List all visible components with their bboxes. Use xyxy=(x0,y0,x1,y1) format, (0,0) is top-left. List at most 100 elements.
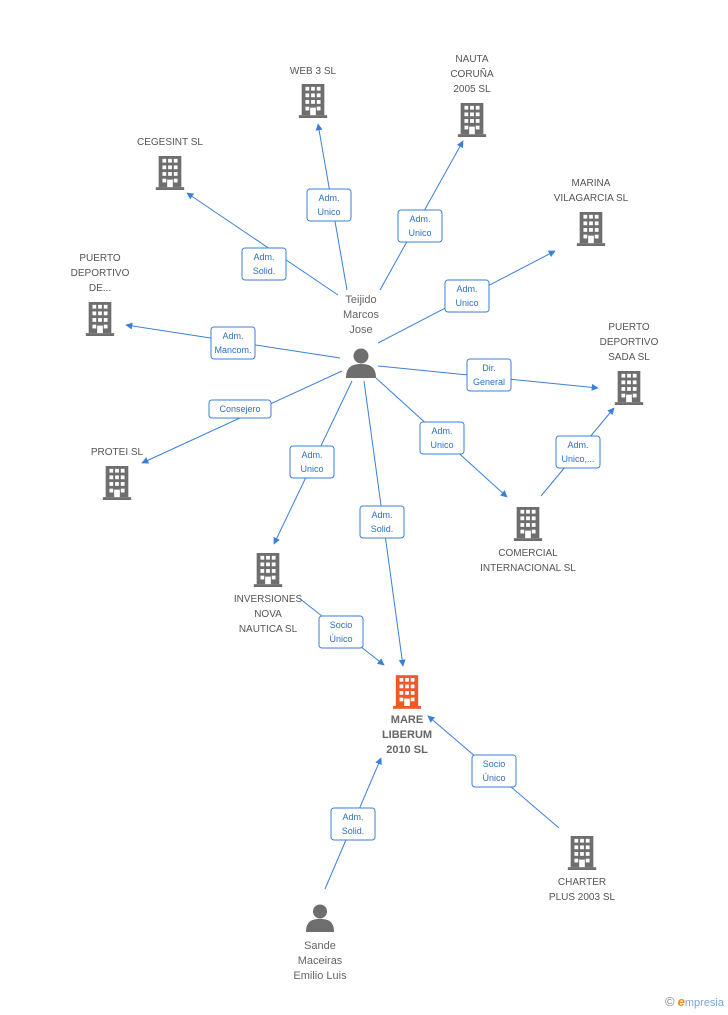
edge-label[interactable]: Adm. Unico xyxy=(444,279,490,313)
node-label-line: VILAGARCIA SL xyxy=(554,193,629,204)
node-label-line: COMERCIAL xyxy=(498,548,558,559)
building-icon[interactable] xyxy=(393,675,421,709)
edge-label-text: Mancom. xyxy=(214,345,251,355)
node-label-line: DEPORTIVO xyxy=(71,268,130,279)
edge-label-box xyxy=(397,209,443,243)
edge-label-box xyxy=(241,247,287,281)
person-icon[interactable] xyxy=(306,904,334,932)
node-label-line: NAUTICA SL xyxy=(239,624,298,635)
node-marina[interactable]: MARINA VILAGARCIA SL xyxy=(554,178,629,246)
edge-label[interactable]: Adm.Unico xyxy=(306,188,352,222)
edge-label[interactable]: Adm. Solid. xyxy=(359,505,405,539)
building-icon[interactable] xyxy=(298,84,328,118)
edge-label-box xyxy=(330,807,376,841)
edge-label-text: Adm. xyxy=(371,510,392,520)
edge-labels-layer: Adm.UnicoAdm.UnicoAdm.Solid.Adm.UnicoAdm… xyxy=(208,188,601,841)
building-icon[interactable] xyxy=(102,466,132,500)
node-label-line: LIBERUM xyxy=(382,729,432,741)
edge-label[interactable]: Adm.Solid. xyxy=(241,247,287,281)
edge-label-box xyxy=(210,326,256,360)
edge-label-text: Solid. xyxy=(371,524,394,534)
edge-label-box xyxy=(444,279,490,313)
node-label-line: 2005 SL xyxy=(453,84,491,95)
edge-label[interactable]: Adm.Unico xyxy=(289,445,335,479)
edge-label[interactable]: Adm. Unico,... xyxy=(555,435,601,469)
node-label-line: Sande xyxy=(304,940,336,952)
edge-label-box xyxy=(318,615,364,649)
node-label-line: PUERTO xyxy=(79,253,121,264)
node-label-line: SADA SL xyxy=(608,352,650,363)
edge-label-box xyxy=(555,435,601,469)
building-icon[interactable] xyxy=(567,836,597,870)
node-nauta[interactable]: NAUTA CORUÑA 2005 SL xyxy=(450,54,494,137)
edge-label-text: Unico xyxy=(408,228,431,238)
building-icon[interactable] xyxy=(155,156,185,190)
building-icon[interactable] xyxy=(85,302,115,336)
building-icon[interactable] xyxy=(457,103,487,137)
edge-label-text: Solid. xyxy=(342,826,365,836)
node-label-line: DEPORTIVO xyxy=(600,337,659,348)
building-icon[interactable] xyxy=(614,371,644,405)
building-icon[interactable] xyxy=(576,212,606,246)
edge-label-text: Unico,... xyxy=(561,454,594,464)
edge-label[interactable]: Dir.General xyxy=(466,358,512,392)
brand-logo-icon: e xyxy=(677,994,685,1009)
node-web3[interactable]: WEB 3 SL xyxy=(290,66,337,118)
edge-label-text: Unico xyxy=(455,298,478,308)
edge-label-text: Adm. xyxy=(342,812,363,822)
edge-label[interactable]: Adm.Unico xyxy=(419,421,465,455)
person-icon[interactable] xyxy=(346,348,376,379)
node-label-line: CHARTER xyxy=(558,877,606,888)
node-label-line: INTERNACIONAL SL xyxy=(480,563,576,574)
node-protei[interactable]: PROTEI SL xyxy=(91,447,144,500)
edge-label-text: Adm. xyxy=(456,284,477,294)
edge-label-text: Adm. xyxy=(431,426,452,436)
edge-label[interactable]: Adm. Mancom. xyxy=(210,326,256,360)
edge-label-text: Socio xyxy=(330,620,353,630)
node-label-line: PUERTO xyxy=(608,322,650,333)
node-label-line: Maceiras xyxy=(298,955,343,967)
node-label-line: Teijido xyxy=(345,294,376,306)
node-label-line: WEB 3 SL xyxy=(290,66,337,77)
edge-label[interactable]: Adm.Unico xyxy=(397,209,443,243)
edge-label-box xyxy=(306,188,352,222)
edge-label[interactable]: Consejero xyxy=(208,399,272,419)
node-label-line: CORUÑA xyxy=(450,67,494,80)
building-icon[interactable] xyxy=(253,553,283,587)
node-puerto_de[interactable]: PUERTO DEPORTIVO DE... xyxy=(71,253,130,336)
brand-name: mpresia xyxy=(684,997,724,1009)
edge-label-text: Adm. xyxy=(222,331,243,341)
edge-label-text: Adm. xyxy=(567,440,588,450)
building-icon[interactable] xyxy=(513,507,543,541)
node-puerto_sada[interactable]: PUERTO DEPORTIVO SADA SL xyxy=(600,322,659,405)
node-label-line: Emilio Luis xyxy=(293,970,347,982)
node-label-line: NAUTA xyxy=(455,54,488,65)
node-cegesint[interactable]: CEGESINT SL xyxy=(137,137,203,190)
node-label-line: DE... xyxy=(89,283,111,294)
node-label-line: NOVA xyxy=(254,609,282,620)
edge-label-text: Unico xyxy=(317,207,340,217)
node-comercial[interactable]: COMERCIAL INTERNACIONAL SL xyxy=(480,507,576,574)
edge-label-text: Único xyxy=(329,634,352,644)
edge-label-text: Consejero xyxy=(219,404,260,414)
edge-teijido-to-cegesint xyxy=(186,192,339,296)
edge-label-box xyxy=(289,445,335,479)
edge-label-box xyxy=(359,505,405,539)
node-label-line: MARINA xyxy=(572,178,611,189)
edge-label-text: General xyxy=(473,377,505,387)
edge-label-text: Socio xyxy=(483,759,506,769)
node-label-line: MARE xyxy=(391,714,423,726)
edge-label-text: Solid. xyxy=(253,266,276,276)
edge-label[interactable]: Adm. Solid. xyxy=(330,807,376,841)
node-label-line: Marcos xyxy=(343,309,380,321)
node-label-line: PROTEI SL xyxy=(91,447,144,458)
